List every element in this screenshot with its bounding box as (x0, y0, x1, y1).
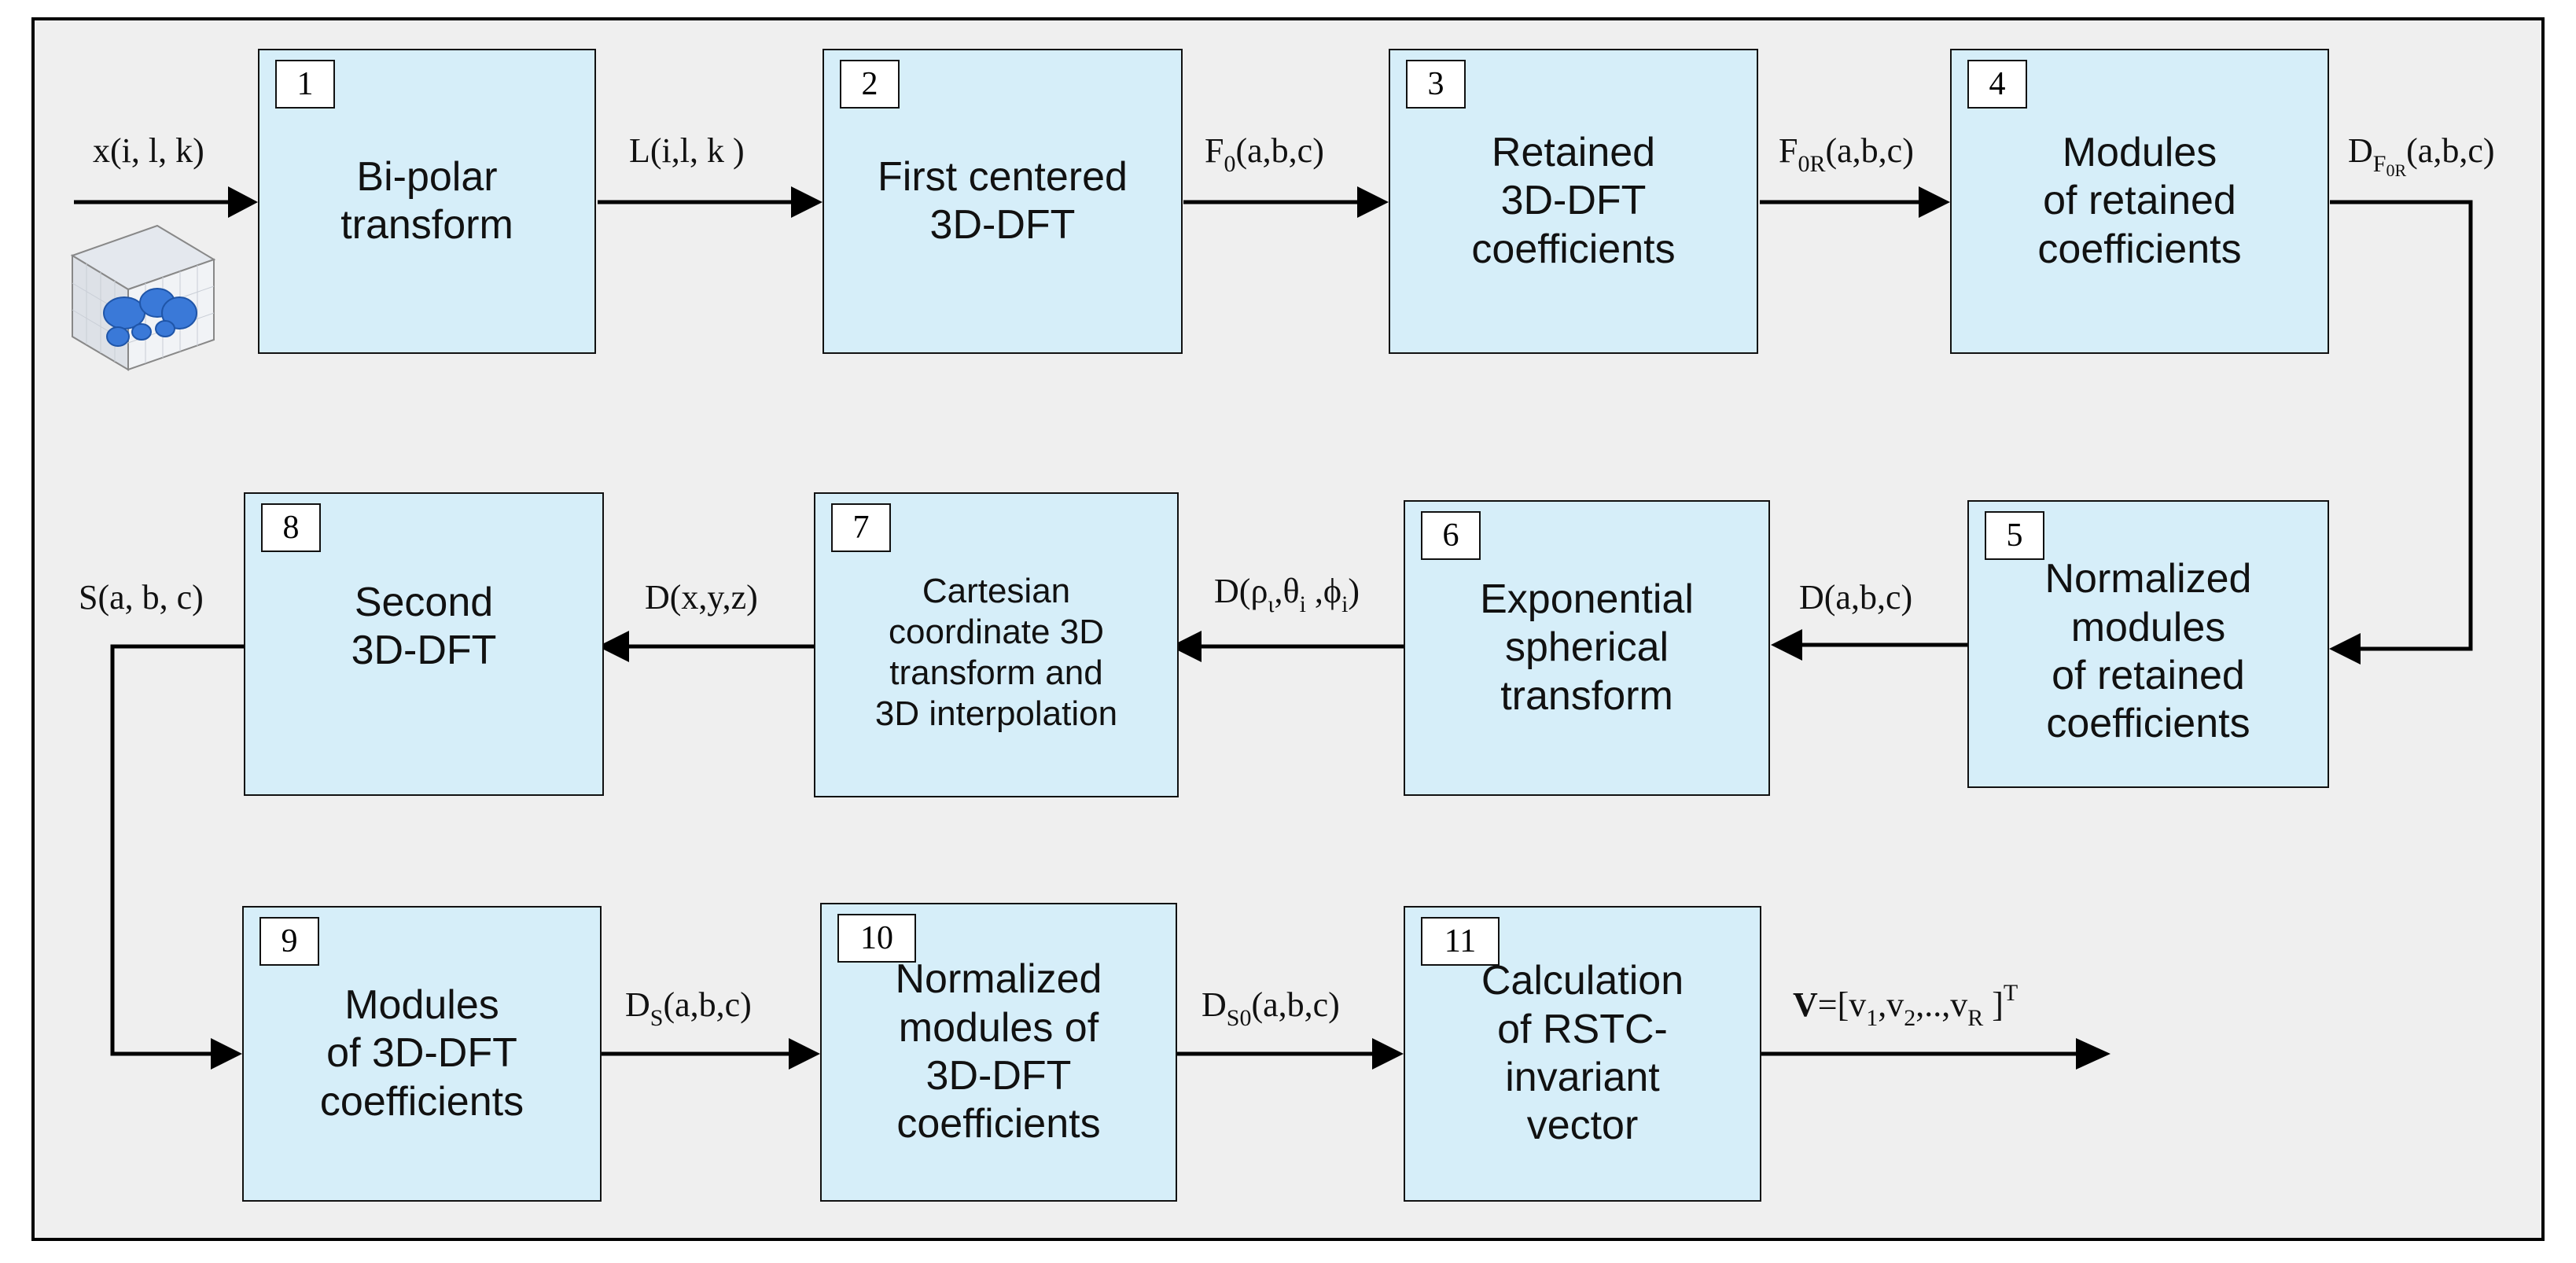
block-label: Retained 3D-DFT coefficients (1471, 129, 1676, 272)
arrowhead-11 (1372, 1038, 1404, 1070)
block-label: Calculation of RSTC- invariant vector (1481, 958, 1684, 1149)
block-number: 7 (831, 503, 891, 552)
arrowhead-10 (789, 1038, 820, 1070)
block-cartesian-interpolation: 7 Cartesian coordinate 3D transform and … (814, 492, 1179, 797)
block-first-3d-dft: 2 First centered 3D-DFT (822, 49, 1183, 354)
block-label: Second 3D-DFT (351, 579, 497, 673)
signal-input: x(i, l, k) (93, 131, 204, 170)
block-bipolar-transform: 1 Bi-polar transform (258, 49, 596, 354)
block-number: 1 (275, 60, 335, 109)
arrowhead-7 (1170, 631, 1202, 662)
block-number: 5 (1985, 511, 2044, 560)
signal-output-vector: V=[v1,v2,..,vR ]T (1793, 980, 2018, 1031)
block-number: 2 (840, 60, 900, 109)
signal-dabc: D(a,b,c) (1799, 578, 1913, 617)
block-retained-coefficients: 3 Retained 3D-DFT coefficients (1389, 49, 1758, 354)
arrow-8-to-9 (110, 644, 244, 1056)
arrow-4-to-5 (2330, 200, 2473, 651)
block-label: Modules of retained coefficients (2037, 129, 2242, 272)
arrowhead-2 (791, 186, 822, 218)
block-label: First centered 3D-DFT (878, 153, 1128, 248)
block-normalized-modules-retained: 5 Normalized modules of retained coeffic… (1967, 500, 2329, 788)
block-number: 3 (1406, 60, 1466, 109)
arrowhead-5 (2329, 633, 2361, 665)
block-second-3d-dft: 8 Second 3D-DFT (244, 492, 604, 796)
signal-ds0: DS0(a,b,c) (1202, 985, 1340, 1031)
signal-df0r: DF0R(a,b,c) (2348, 131, 2495, 180)
block-normalized-modules-3d-dft: 10 Normalized modules of 3D-DFT coeffici… (820, 903, 1177, 1202)
block-number: 6 (1421, 511, 1481, 560)
block-label: Bi-polar transform (340, 153, 513, 248)
block-label: Exponential spherical transform (1480, 576, 1694, 719)
block-label: Cartesian coordinate 3D transform and 3D… (874, 572, 1118, 733)
block-rstc-invariant-vector: 11 Calculation of RSTC- invariant vector (1404, 906, 1761, 1202)
arrowhead-1 (228, 186, 258, 218)
block-number: 4 (1967, 60, 2027, 109)
block-modules-3d-dft: 9 Modules of 3D-DFT coefficients (242, 906, 602, 1202)
signal-ds: DS(a,b,c) (625, 985, 752, 1031)
signal-l: L(i,l, k ) (629, 131, 745, 170)
arrowhead-8 (598, 631, 629, 662)
arrowhead-3 (1357, 186, 1389, 218)
block-number: 10 (837, 914, 916, 963)
signal-dxyz: D(x,y,z) (645, 578, 758, 617)
block-exponential-spherical: 6 Exponential spherical transform (1404, 500, 1770, 796)
block-number: 11 (1421, 917, 1500, 966)
signal-dsph: D(ρι,θi ,ϕi) (1214, 572, 1360, 617)
volume-cube-icon (70, 224, 216, 371)
signal-sabc: S(a, b, c) (79, 578, 204, 617)
block-number: 9 (259, 917, 319, 966)
block-label: Modules of 3D-DFT coefficients (319, 981, 524, 1125)
block-modules-retained: 4 Modules of retained coefficients (1950, 49, 2329, 354)
arrowhead-4 (1919, 186, 1950, 218)
signal-f0: F0(a,b,c) (1205, 131, 1324, 177)
block-number: 8 (261, 503, 321, 552)
arrowhead-output (2076, 1038, 2110, 1070)
signal-f0r: F0R(a,b,c) (1779, 131, 1914, 177)
block-label: Normalized modules of 3D-DFT coefficient… (895, 956, 1102, 1147)
arrowhead-6 (1771, 629, 1802, 661)
block-label: Normalized modules of retained coefficie… (2044, 556, 2252, 747)
arrowhead-9 (211, 1038, 242, 1070)
